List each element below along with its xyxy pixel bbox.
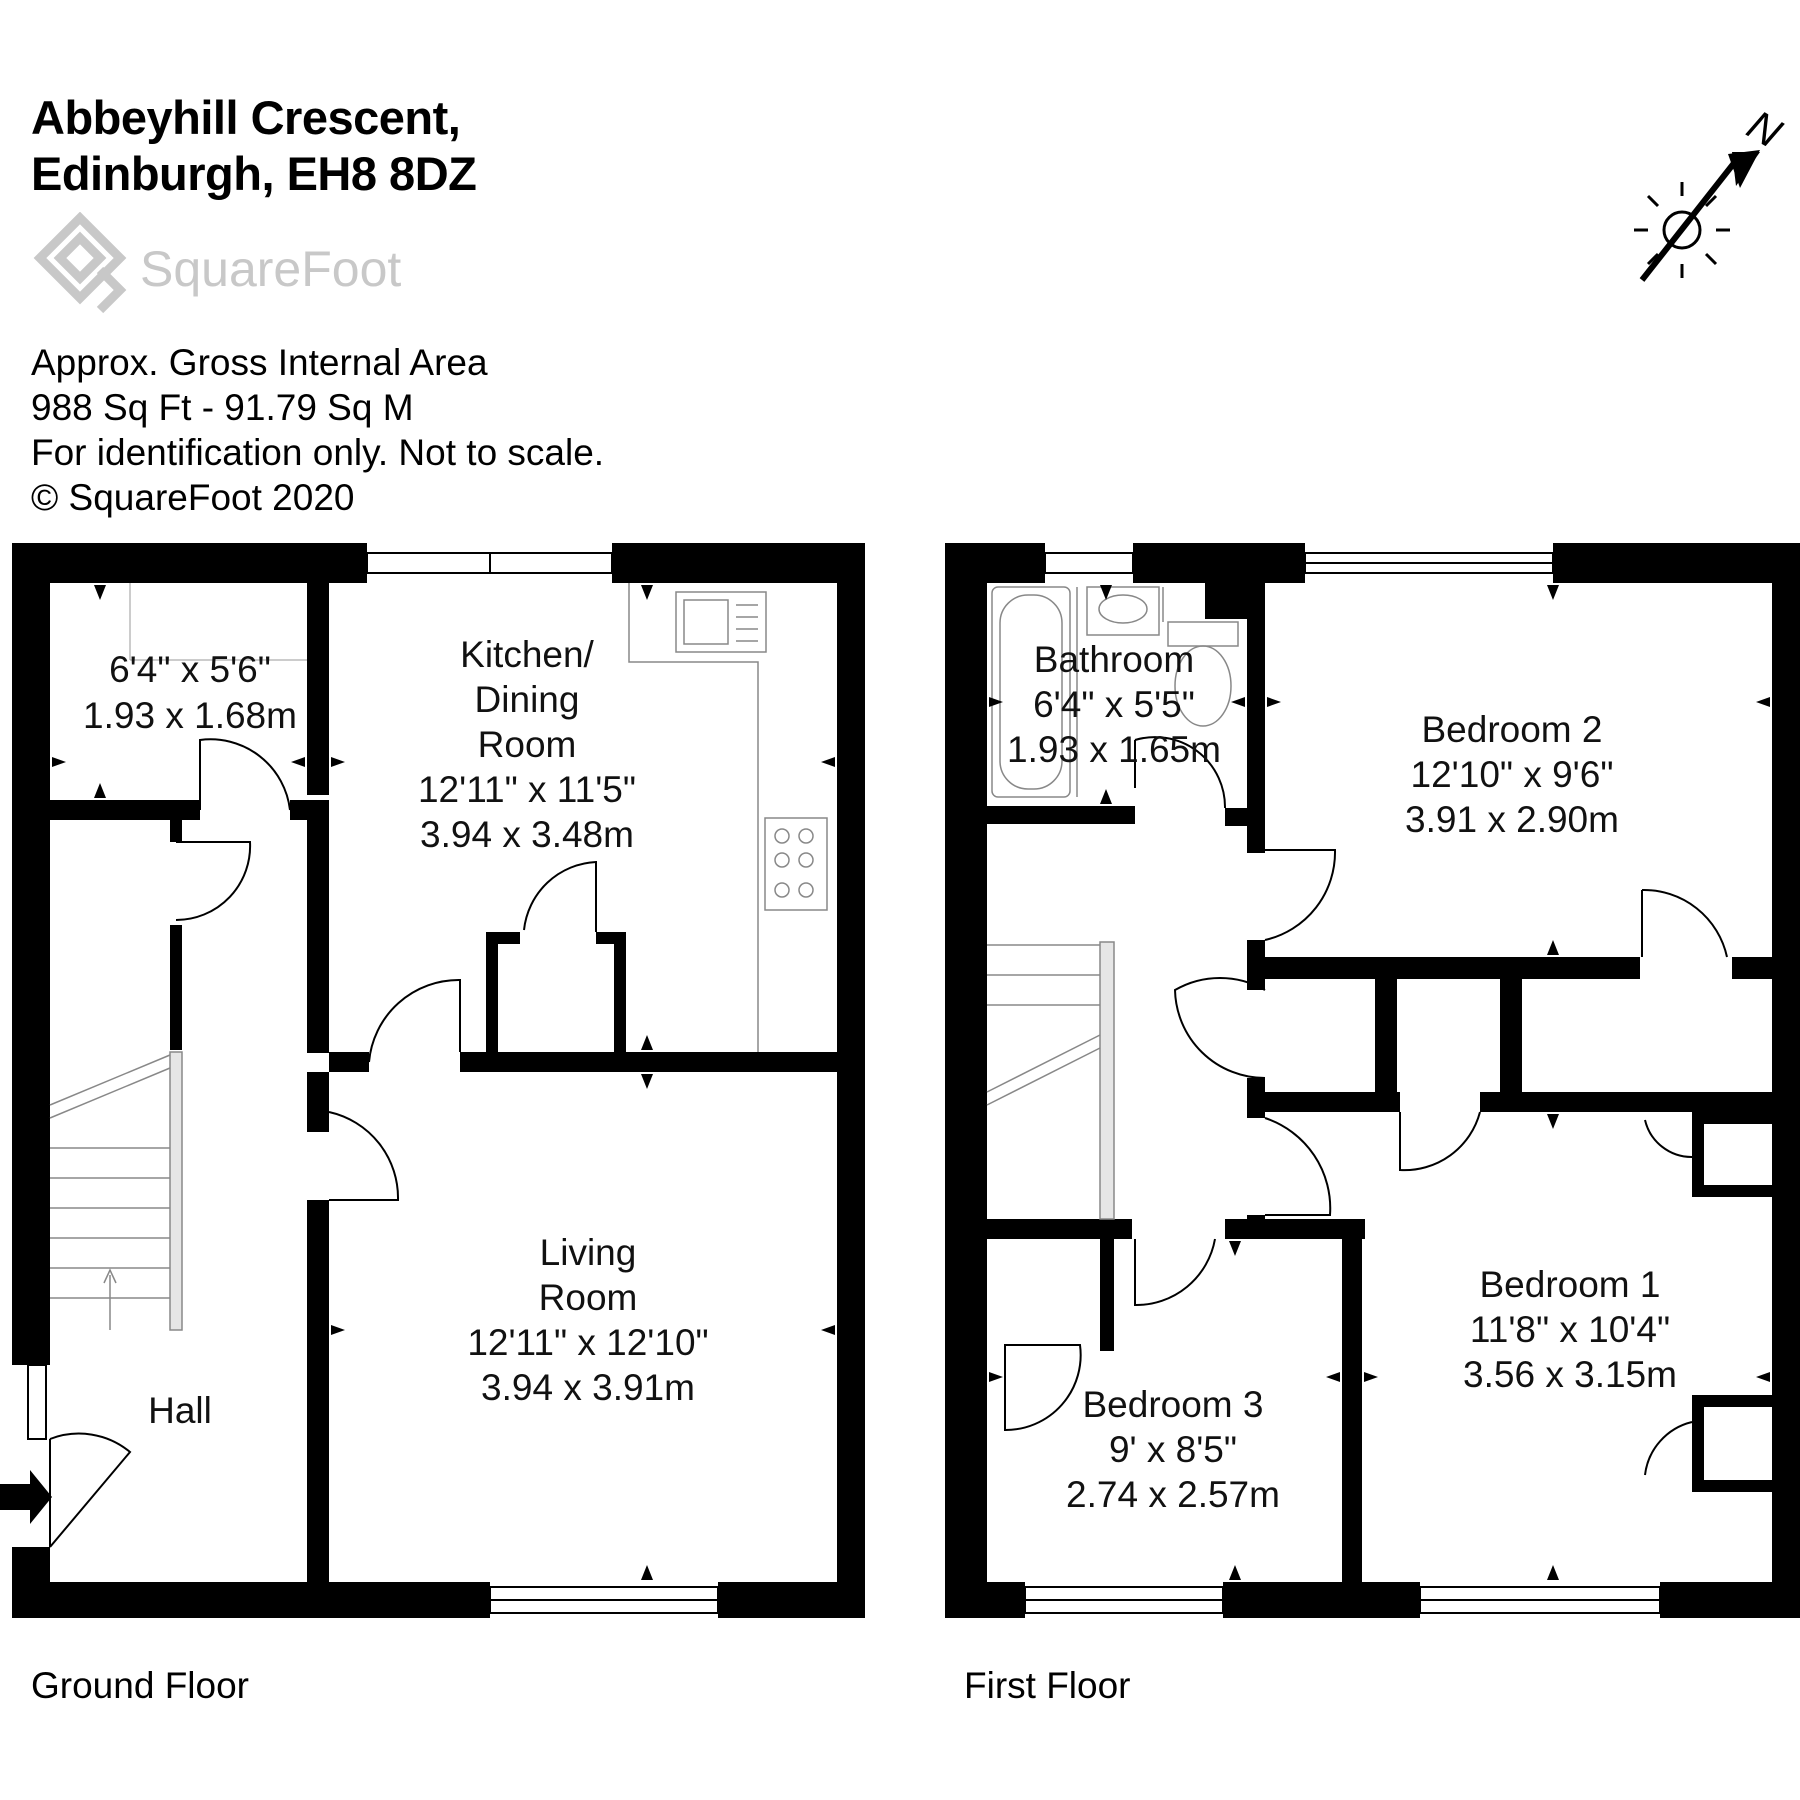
hall-name: Hall	[148, 1390, 212, 1431]
compass-rose: N	[1634, 101, 1790, 282]
ground-floor-room-labels: 6'4" x 5'6" 1.93 x 1.68m Kitchen/ Dining…	[83, 634, 709, 1431]
bathroom-fixtures	[991, 586, 1239, 798]
store-dim-imperial: 6'4" x 5'6"	[109, 649, 271, 690]
area-info-line-3: For identification only. Not to scale.	[31, 432, 605, 473]
bedroom2-dim-metric: 3.91 x 2.90m	[1405, 799, 1619, 840]
living-name-2: Room	[539, 1277, 638, 1318]
first-floor-label: First Floor	[964, 1665, 1131, 1706]
squarefoot-logo: SquareFoot	[33, 212, 401, 314]
entrance-arrow-icon	[0, 1470, 52, 1524]
bedroom1-dim-metric: 3.56 x 3.15m	[1463, 1354, 1677, 1395]
logo-text: SquareFoot	[140, 241, 401, 297]
ground-floor-plan: 6'4" x 5'6" 1.93 x 1.68m Kitchen/ Dining…	[0, 543, 865, 1618]
first-floor-dimension-markers	[989, 585, 1770, 1580]
bathroom-dim-imperial: 6'4" x 5'5"	[1033, 684, 1195, 725]
area-info-line-1: Approx. Gross Internal Area	[31, 342, 488, 383]
bath-icon	[991, 586, 1071, 798]
ground-floor-doors	[49, 738, 597, 1548]
bedroom3-name: Bedroom 3	[1083, 1384, 1264, 1425]
area-info-line-4: © SquareFoot 2020	[31, 477, 355, 518]
first-floor-doors	[1004, 736, 1728, 1476]
area-info-line-2: 988 Sq Ft - 91.79 Sq M	[31, 387, 414, 428]
kitchen-fixtures	[628, 583, 828, 1052]
bedroom2-dim-imperial: 12'10" x 9'6"	[1411, 754, 1614, 795]
bedroom2-name: Bedroom 2	[1422, 709, 1603, 750]
bathroom-dim-metric: 1.93 x 1.65m	[1007, 729, 1221, 770]
sun-icon	[1634, 182, 1730, 278]
ground-floor-stairs	[49, 1051, 183, 1331]
bedroom3-dim-imperial: 9' x 8'5"	[1109, 1429, 1237, 1470]
ground-floor-walls	[12, 543, 865, 1618]
first-floor-walls	[945, 543, 1800, 1618]
living-name-1: Living	[540, 1232, 637, 1273]
kitchen-name-1: Kitchen/	[460, 634, 594, 675]
first-floor-stairs	[986, 941, 1115, 1220]
hob-icon	[764, 817, 828, 911]
bedroom3-dim-metric: 2.74 x 2.57m	[1066, 1474, 1280, 1515]
bedroom1-name: Bedroom 1	[1480, 1264, 1661, 1305]
sink-icon	[675, 591, 767, 653]
first-floor-plan: Bathroom 6'4" x 5'5" 1.93 x 1.65m Bedroo…	[945, 543, 1800, 1618]
living-dim-imperial: 12'11" x 12'10"	[467, 1322, 708, 1363]
first-floor-room-labels: Bathroom 6'4" x 5'5" 1.93 x 1.65m Bedroo…	[1007, 639, 1677, 1515]
first-floor-windows	[1024, 552, 1661, 1614]
kitchen-dim-metric: 3.94 x 3.48m	[420, 814, 634, 855]
address-line-2: Edinburgh, EH8 8DZ	[31, 147, 477, 200]
ground-floor-label: Ground Floor	[31, 1665, 249, 1706]
ground-floor-dimension-markers	[52, 585, 835, 1580]
kitchen-name-3: Room	[478, 724, 577, 765]
address-line-1: Abbeyhill Crescent,	[31, 91, 461, 144]
bathroom-name: Bathroom	[1034, 639, 1194, 680]
kitchen-dim-imperial: 12'11" x 11'5"	[418, 769, 636, 810]
ground-floor-windows	[27, 552, 719, 1614]
kitchen-name-2: Dining	[475, 679, 580, 720]
bedroom1-dim-imperial: 11'8" x 10'4"	[1470, 1309, 1670, 1350]
north-arrow-icon	[1639, 150, 1760, 282]
living-dim-metric: 3.94 x 3.91m	[481, 1367, 695, 1408]
store-dim-metric: 1.93 x 1.68m	[83, 695, 297, 736]
basin-icon	[1086, 586, 1160, 636]
